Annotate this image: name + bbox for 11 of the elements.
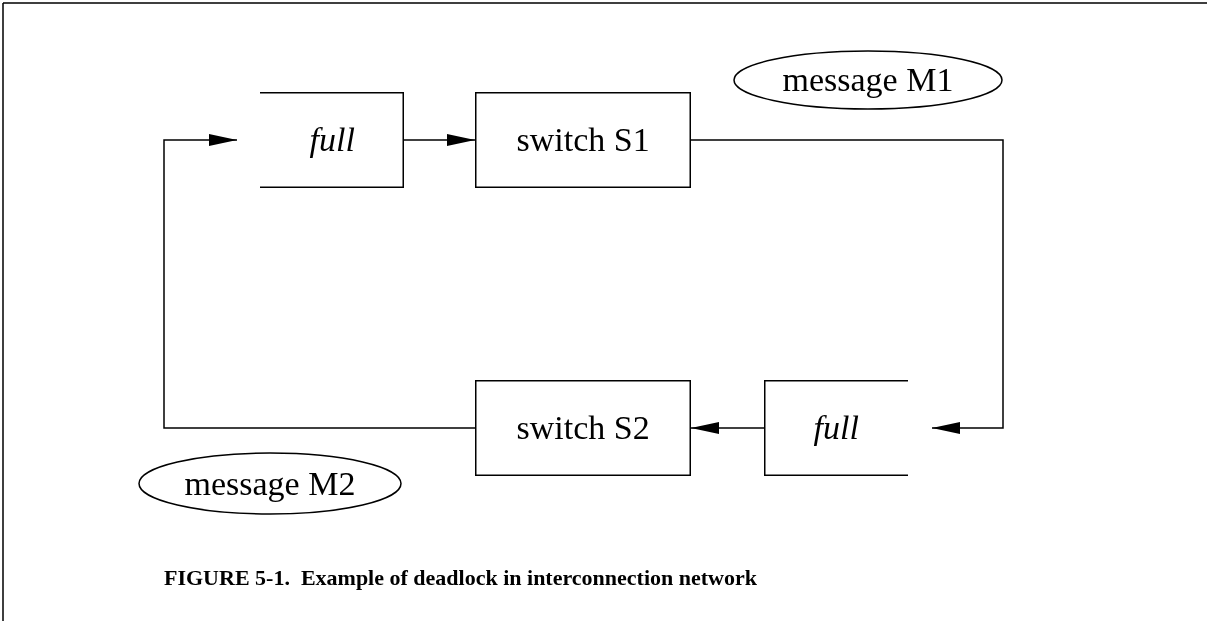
arrow	[403, 134, 476, 146]
message-label: message M2	[184, 464, 356, 503]
switch-label: switch S2	[516, 409, 650, 447]
arrow	[690, 422, 765, 434]
arrow	[690, 139, 1004, 434]
arrow	[163, 134, 476, 429]
message-label: message M1	[782, 61, 954, 99]
figure-caption: FIGURE 5-1. Example of deadlock in interconnection network	[164, 565, 757, 591]
buffer-label: full	[813, 409, 859, 447]
buffer-label: full	[309, 121, 355, 159]
switch-label: switch S1	[516, 121, 650, 159]
